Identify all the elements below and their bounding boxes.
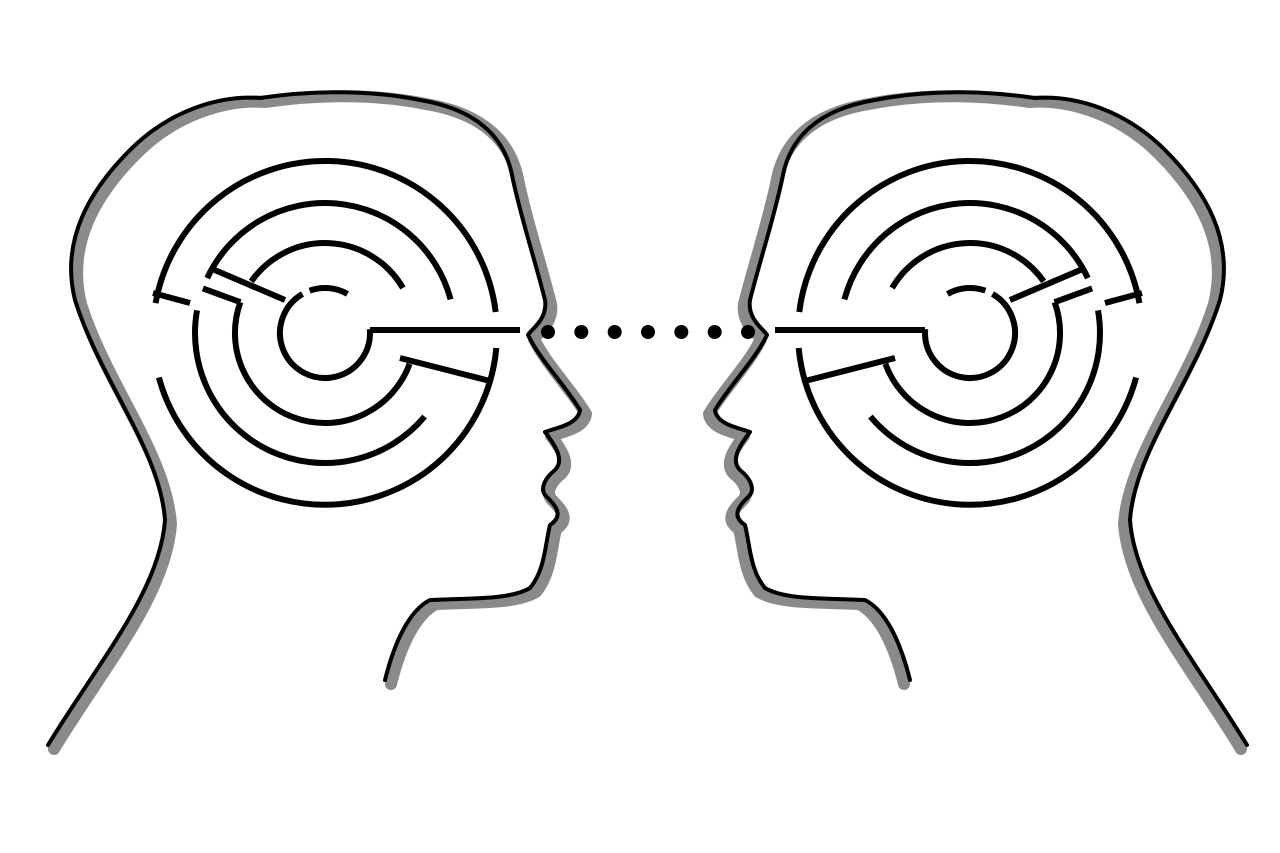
labyrinth-arc <box>841 200 1091 301</box>
labyrinth-arc <box>231 301 413 427</box>
labyrinth-wall <box>201 285 242 305</box>
labyrinth-arc <box>152 157 499 313</box>
right-labyrinth <box>775 157 1143 508</box>
labyrinth-arc <box>204 200 454 301</box>
labyrinth-arc <box>248 240 406 290</box>
labyrinth-wall <box>1104 290 1143 306</box>
connector-dot <box>574 325 589 339</box>
labyrinth-arc <box>889 240 1047 290</box>
labyrinth-arc <box>922 291 1018 381</box>
left-head-outline <box>46 90 582 747</box>
labyrinth-arc <box>308 284 349 297</box>
left-head-shadow <box>48 90 592 755</box>
connector-dot <box>641 325 655 339</box>
right-head-outline <box>713 90 1249 747</box>
labyrinth-wall <box>152 290 191 306</box>
left-labyrinth <box>152 157 520 508</box>
labyrinth-arc <box>868 309 1103 467</box>
connector-dot <box>607 325 622 339</box>
labyrinth-arc <box>796 157 1143 313</box>
labyrinth-arc <box>277 291 373 381</box>
connector-dot <box>541 325 555 339</box>
labyrinth-wall <box>399 355 491 384</box>
labyrinth-wall <box>804 355 896 384</box>
connector-dot <box>741 325 755 339</box>
labyrinth-arc <box>156 347 500 508</box>
labyrinth-arc <box>192 309 427 467</box>
labyrinth-arc <box>946 284 987 297</box>
labyrinth-wall <box>1053 285 1094 305</box>
right-head <box>703 90 1249 755</box>
labyrinth-wall <box>208 265 287 303</box>
connector-dot <box>707 325 722 339</box>
labyrinth-arc <box>795 347 1139 508</box>
labyrinth-wall <box>1008 265 1087 303</box>
left-head <box>46 90 592 755</box>
connector-dot <box>674 325 689 339</box>
labyrinth-arc <box>882 301 1064 427</box>
right-head-shadow <box>703 90 1247 755</box>
dotted-connector <box>541 325 755 339</box>
